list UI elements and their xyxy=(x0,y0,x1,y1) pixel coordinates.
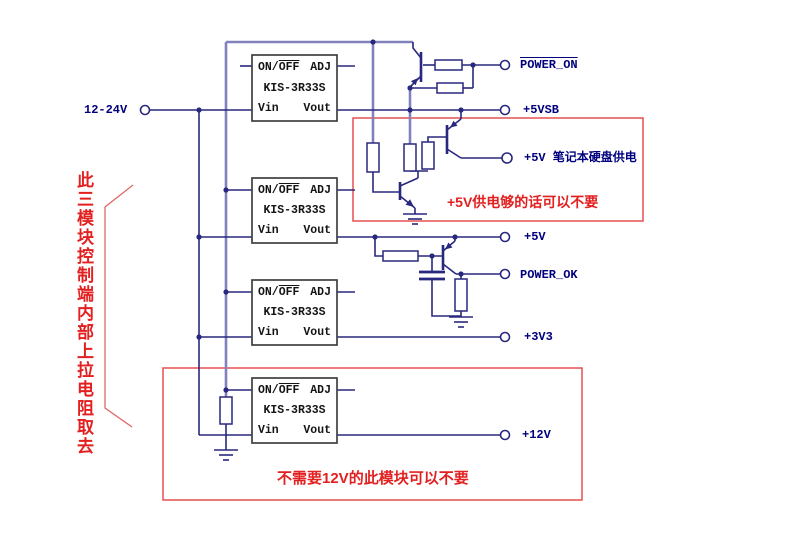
module-2-labels: ON/OFF ADJ KIS-3R33S Vin Vout xyxy=(252,178,337,243)
note-optional-12v: 不需要12V的此模块可以不要 xyxy=(277,470,469,487)
resistor xyxy=(421,141,435,170)
terminal-circle-power-ok xyxy=(499,268,511,280)
module-adj-pin-label: ADJ xyxy=(310,384,331,397)
input-voltage-label: 12-24V xyxy=(84,103,128,117)
module-1-labels: ON/OFF ADJ KIS-3R33S Vin Vout xyxy=(252,55,337,121)
module-vout-pin-label: Vout xyxy=(303,102,331,115)
module-box-3 xyxy=(251,279,338,346)
module-vout-pin-label: Vout xyxy=(303,424,331,437)
terminal-circle-input xyxy=(139,104,151,116)
terminal-circle-3v3 xyxy=(499,331,511,343)
output-label-power-on: POWER_ON xyxy=(520,58,578,72)
transistor-pnp-5v-hdd xyxy=(445,118,462,159)
module-vout-pin-label: Vout xyxy=(303,224,331,237)
terminal-circle-12v xyxy=(499,429,511,441)
transistor-pnp-power-ok xyxy=(441,240,457,275)
module-adj-pin-label: ADJ xyxy=(310,286,331,299)
resistor xyxy=(436,82,464,94)
module-box-2 xyxy=(251,177,338,244)
module-model-label: KIS-3R33S xyxy=(263,404,326,417)
onoff-bus xyxy=(224,40,413,397)
module-onoff-pin-label: ON/OFF xyxy=(258,61,300,74)
terminal-circle-5v-hdd xyxy=(501,152,513,164)
resistor xyxy=(454,278,468,312)
module-onoff-pin-label: ON/OFF xyxy=(258,384,300,397)
module-model-label: KIS-3R33S xyxy=(263,204,326,217)
module-adj-pin-label: ADJ xyxy=(310,61,331,74)
module-vin-pin-label: Vin xyxy=(258,424,279,437)
module-adj-pin-label: ADJ xyxy=(310,184,331,197)
junction-dots xyxy=(196,39,476,393)
ground-symbol xyxy=(403,213,427,225)
ground-symbol xyxy=(214,449,238,461)
module-vout-pin-label: Vout xyxy=(303,326,331,339)
terminal-circle-5vsb xyxy=(499,104,511,116)
module-4-labels: ON/OFF ADJ KIS-3R33S Vin Vout xyxy=(252,378,337,443)
resistor xyxy=(403,143,417,172)
resistor xyxy=(219,396,233,425)
module-3-labels: ON/OFF ADJ KIS-3R33S Vin Vout xyxy=(252,280,337,345)
note-optional-5v: +5V供电够的话可以不要 xyxy=(447,194,599,210)
module-box-1 xyxy=(251,54,338,122)
output-label-5vsb: +5VSB xyxy=(523,103,560,117)
terminal-circle-5v xyxy=(499,231,511,243)
output-label-5v-hdd: +5V 笔记本硬盘供电 xyxy=(524,151,637,165)
capacitor xyxy=(419,270,445,281)
module-vin-pin-label: Vin xyxy=(258,102,279,115)
optional-section-box-12v xyxy=(162,367,583,501)
terminal-circle-power-on xyxy=(499,59,511,71)
resistor xyxy=(434,59,463,71)
transistor-pnp-power-on xyxy=(409,42,423,88)
module-model-label: KIS-3R33S xyxy=(263,82,326,95)
resistor xyxy=(366,142,380,173)
output-label-3v3: +3V3 xyxy=(524,330,553,344)
output-label-12v: +12V xyxy=(522,428,551,442)
module-onoff-pin-label: ON/OFF xyxy=(258,286,300,299)
optional-section-box-5v xyxy=(352,117,644,222)
module-model-label: KIS-3R33S xyxy=(263,306,326,319)
ground-symbol xyxy=(449,316,473,328)
side-note-vertical: 此三模块控制端内部上拉电阻取去 xyxy=(74,171,93,456)
module-vin-pin-label: Vin xyxy=(258,326,279,339)
module-onoff-pin-label: ON/OFF xyxy=(258,184,300,197)
output-label-5v: +5V xyxy=(524,230,546,244)
module-box-4 xyxy=(251,377,338,444)
side-note-brace xyxy=(104,184,134,428)
module-vin-pin-label: Vin xyxy=(258,224,279,237)
resistor xyxy=(382,250,419,262)
output-label-power-ok: POWER_OK xyxy=(520,268,578,282)
transistor-npn-5v-hdd xyxy=(398,177,419,209)
